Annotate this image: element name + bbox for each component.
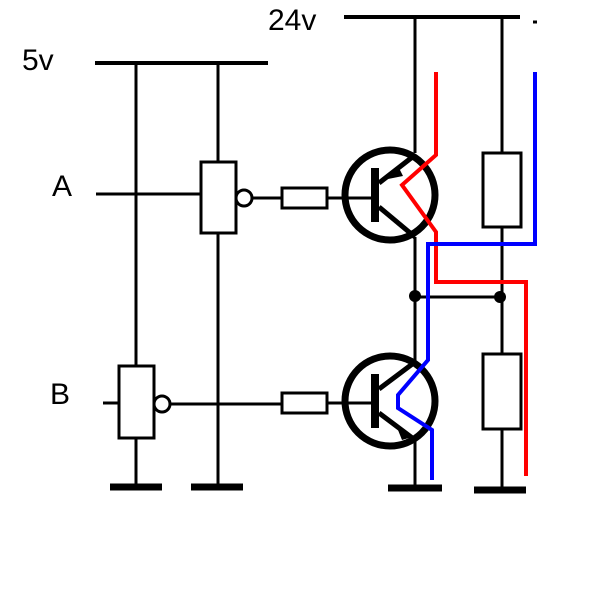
label-24v: 24v (268, 4, 316, 37)
current-path-blue (396, 72, 537, 480)
base-resistor-a (280, 186, 329, 210)
junction-dot-left (409, 290, 421, 302)
base-resistor-b (280, 391, 329, 415)
divider-resistor-lower (481, 352, 523, 431)
transistor-lower-base (371, 374, 379, 428)
inverter-gate-a (199, 160, 238, 235)
transistor-lower-arrow (398, 430, 412, 440)
inverter-b-bubble (152, 394, 172, 414)
divider-resistor-upper (481, 151, 523, 229)
transistor-upper-collector (377, 205, 417, 239)
transistor-upper-base (371, 168, 379, 222)
label-5v: 5v (22, 44, 54, 77)
transistor-upper-body (341, 146, 439, 244)
transistor-lower-collector (377, 360, 417, 391)
inverter-a-bubble (234, 188, 254, 208)
inverter-gate-b (117, 364, 156, 440)
transistor-lower-body (341, 352, 439, 450)
label-input-a: A (52, 170, 72, 203)
current-path-red (399, 72, 528, 476)
transistor-upper-arrow (383, 166, 403, 180)
label-5v-text: 5v (22, 44, 54, 77)
transistor-lower-npn (341, 352, 439, 450)
label-input-b: B (50, 378, 70, 411)
transistor-upper-pnp (341, 146, 439, 244)
junction-dot-right (494, 291, 506, 303)
